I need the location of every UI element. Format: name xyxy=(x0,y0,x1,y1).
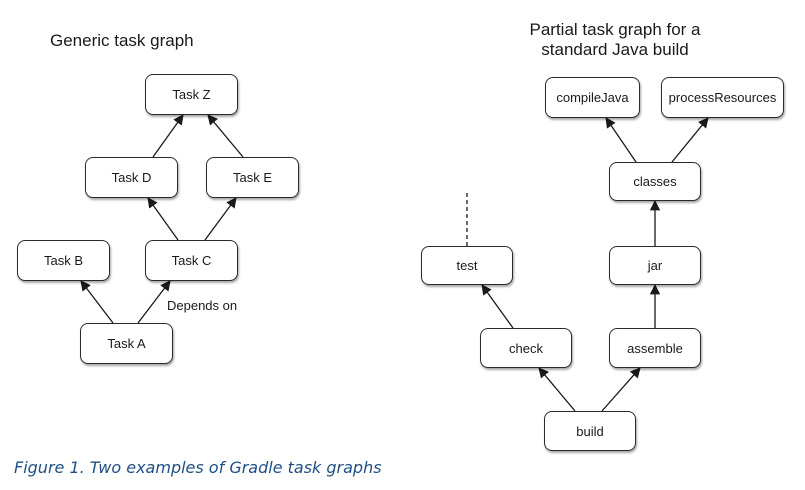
task-b-node: Task B xyxy=(17,240,110,281)
arrow-classes-to-processresources xyxy=(671,117,709,163)
java-graph-title-line1: Partial task graph for a xyxy=(529,20,701,39)
arrow-build-to-check xyxy=(538,367,576,412)
assemble-node: assemble xyxy=(609,328,701,368)
arrow-d-to-z xyxy=(152,114,184,158)
arrow-e-to-z xyxy=(207,114,244,158)
arrow-c-to-d xyxy=(147,197,179,241)
arrow-c-to-e xyxy=(204,197,237,241)
task-e-node: Task E xyxy=(206,157,299,198)
classes-node: classes xyxy=(609,162,701,201)
depends-on-label: Depends on xyxy=(167,298,238,313)
arrow-a-to-c xyxy=(137,280,171,324)
compilejava-node: compileJava xyxy=(545,77,640,118)
arrow-check-to-test xyxy=(481,284,514,329)
processresources-node: processResources xyxy=(661,77,784,118)
java-graph-title-line2: standard Java build xyxy=(541,40,689,59)
jar-node: jar xyxy=(609,246,701,285)
generic-graph-title: Generic task graph xyxy=(50,31,194,50)
check-node: check xyxy=(480,328,572,368)
build-node: build xyxy=(544,411,636,451)
task-a-node: Task A xyxy=(80,323,173,364)
figure-caption: Figure 1. Two examples of Gradle task gr… xyxy=(14,458,382,477)
task-d-node: Task D xyxy=(85,157,178,198)
arrow-classes-to-compilejava xyxy=(605,117,637,163)
task-c-node: Task C xyxy=(145,240,238,281)
test-node: test xyxy=(421,246,513,285)
arrow-build-to-assemble xyxy=(601,367,641,412)
arrow-a-to-b xyxy=(80,280,114,324)
task-z-node: Task Z xyxy=(145,74,238,115)
